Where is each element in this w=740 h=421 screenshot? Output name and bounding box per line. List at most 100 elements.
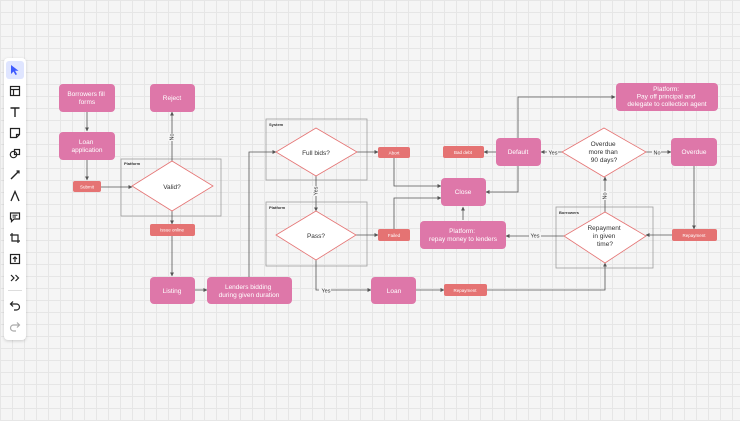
svg-text:Listing: Listing bbox=[163, 288, 182, 295]
tag-bad-debt[interactable]: Bad debt bbox=[443, 146, 484, 158]
node-platform-repay[interactable]: Platform: repay money to lenders bbox=[420, 221, 506, 249]
svg-text:Platform: repay money to: Platform: repay money to lenders bbox=[429, 228, 498, 243]
node-loan[interactable]: Loan bbox=[371, 277, 416, 304]
node-text-line: Overdue bbox=[682, 149, 707, 156]
decision-text-line: in given bbox=[593, 233, 616, 240]
tag-label: Issue online bbox=[160, 228, 185, 233]
tag-issue-online[interactable]: Issue online bbox=[150, 224, 195, 236]
node-text-line: Borrowers fill bbox=[67, 91, 105, 98]
tag-label: Repayment bbox=[453, 288, 477, 293]
node-text-line: during given duration bbox=[219, 292, 280, 299]
tag-submit[interactable]: Submit bbox=[73, 181, 101, 192]
edges bbox=[85, 95, 696, 292]
pen-icon[interactable] bbox=[6, 166, 24, 184]
redo-icon[interactable] bbox=[6, 317, 24, 335]
select-icon[interactable] bbox=[6, 61, 24, 79]
tag-repayment-right[interactable]: Repayment bbox=[672, 229, 717, 241]
node-text-line: Pay off principal and bbox=[637, 94, 696, 101]
node-overdue[interactable]: Overdue bbox=[671, 138, 717, 166]
decision-valid[interactable]: Valid? bbox=[131, 160, 214, 212]
container-borrowers[interactable]: Borrowers bbox=[555, 206, 654, 269]
svg-text:Full bids?: Full bids? bbox=[302, 150, 330, 157]
edge bbox=[248, 150, 277, 290]
container-system[interactable]: System bbox=[265, 118, 368, 181]
node-loan-application[interactable]: Loan application bbox=[59, 132, 115, 160]
tag-label: Submit bbox=[80, 185, 95, 190]
decision-repayment-in-time[interactable]: Repayment in given time? bbox=[563, 211, 647, 264]
container-platform-2[interactable]: Platform bbox=[265, 201, 368, 267]
svg-text:Default: Default bbox=[508, 149, 529, 156]
shapes-icon[interactable] bbox=[6, 145, 24, 163]
tag-label: Failed bbox=[388, 233, 401, 238]
crop-icon[interactable] bbox=[6, 229, 24, 247]
node-listing[interactable]: Listing bbox=[150, 277, 195, 304]
svg-text:Overdue: Overdue bbox=[682, 149, 707, 156]
tag-label: Repayment bbox=[682, 233, 706, 238]
tag-label: Abort bbox=[389, 151, 401, 156]
edge-label-no: No bbox=[169, 133, 175, 140]
decision-pass[interactable]: Pass? bbox=[275, 210, 357, 261]
frame-icon[interactable] bbox=[6, 82, 24, 100]
edge-label-yes: Yes bbox=[313, 186, 319, 195]
upload-icon[interactable] bbox=[6, 250, 24, 268]
node-default[interactable]: Default bbox=[496, 138, 541, 166]
edge bbox=[393, 158, 442, 188]
tag-repayment-bottom[interactable]: Repayment bbox=[444, 284, 487, 296]
decision-overdue-90-days[interactable]: Overdue more than 90 days? bbox=[561, 127, 647, 178]
text-icon[interactable] bbox=[6, 103, 24, 121]
svg-text:Platform: Pay off princi: Platform: Pay off principal and delegate… bbox=[627, 86, 706, 108]
node-reject[interactable]: Reject bbox=[150, 84, 195, 112]
edge-label-bg bbox=[319, 287, 331, 294]
node-lenders-bidding[interactable]: Lenders bidding during given duration bbox=[207, 277, 292, 304]
container-label: Platform bbox=[124, 161, 141, 166]
decision-text-line: Overdue bbox=[591, 141, 616, 148]
node-text-line: Loan bbox=[79, 139, 94, 146]
decision-text-line: more than bbox=[588, 149, 618, 156]
edge bbox=[485, 166, 519, 194]
node-text-line: Platform: bbox=[653, 86, 679, 93]
container-label: Platform bbox=[269, 205, 286, 210]
decision-text-line: Pass? bbox=[307, 233, 325, 240]
node-close[interactable]: Close bbox=[441, 178, 486, 206]
tag-failed[interactable]: Failed bbox=[378, 229, 410, 241]
svg-text:Pass?: Pass? bbox=[307, 233, 325, 240]
edge bbox=[393, 196, 442, 229]
container-platform-1[interactable]: Platform bbox=[120, 158, 222, 217]
tag-abort[interactable]: Abort bbox=[378, 147, 410, 158]
node-text-line: Listing bbox=[163, 288, 182, 295]
node-borrowers-fill-forms[interactable]: Borrowers fill forms bbox=[59, 84, 115, 112]
sticky-note-icon[interactable] bbox=[6, 124, 24, 142]
svg-text:Loan: Loan bbox=[387, 288, 402, 295]
svg-text:Reject: Reject bbox=[163, 95, 182, 102]
edge-label-no: No bbox=[602, 192, 608, 199]
node-platform-pay-off[interactable]: Platform: Pay off principal and delegate… bbox=[616, 83, 718, 111]
node-text-line: Default bbox=[508, 149, 529, 156]
edge-label-bg bbox=[652, 149, 661, 156]
decision-text-line: 90 days? bbox=[591, 157, 618, 164]
edge-label-bg bbox=[312, 186, 320, 196]
decision-text-line: Full bids? bbox=[302, 150, 330, 157]
connector-icon[interactable] bbox=[6, 187, 24, 205]
decision-text-line: Repayment bbox=[587, 225, 620, 232]
decision-full-bids[interactable]: Full bids? bbox=[275, 127, 358, 177]
svg-text:Loan application: Loan application bbox=[71, 139, 102, 154]
node-text-line: delegate to collection agent bbox=[627, 101, 706, 108]
more-icon[interactable] bbox=[6, 271, 24, 285]
container-label: System bbox=[269, 122, 284, 127]
edge bbox=[487, 262, 607, 291]
comment-icon[interactable] bbox=[6, 208, 24, 226]
decision-text-line: Valid? bbox=[163, 184, 181, 191]
node-text-line: repay money to lenders bbox=[429, 236, 498, 243]
container-label: Borrowers bbox=[559, 210, 580, 215]
svg-text:Repayment in given: Repayment in given time? bbox=[587, 225, 622, 248]
edge bbox=[517, 95, 616, 138]
node-text-line: Reject bbox=[163, 95, 182, 102]
undo-icon[interactable] bbox=[6, 296, 24, 314]
edge-label-bg bbox=[168, 133, 176, 141]
edge-label-no: No bbox=[653, 150, 660, 156]
svg-text:Overdue more than: Overdue more than 90 days? bbox=[588, 141, 619, 164]
node-text-line: application bbox=[71, 147, 102, 154]
node-text-line: Platform: bbox=[449, 228, 475, 235]
edge-label-yes: Yes bbox=[549, 150, 558, 156]
